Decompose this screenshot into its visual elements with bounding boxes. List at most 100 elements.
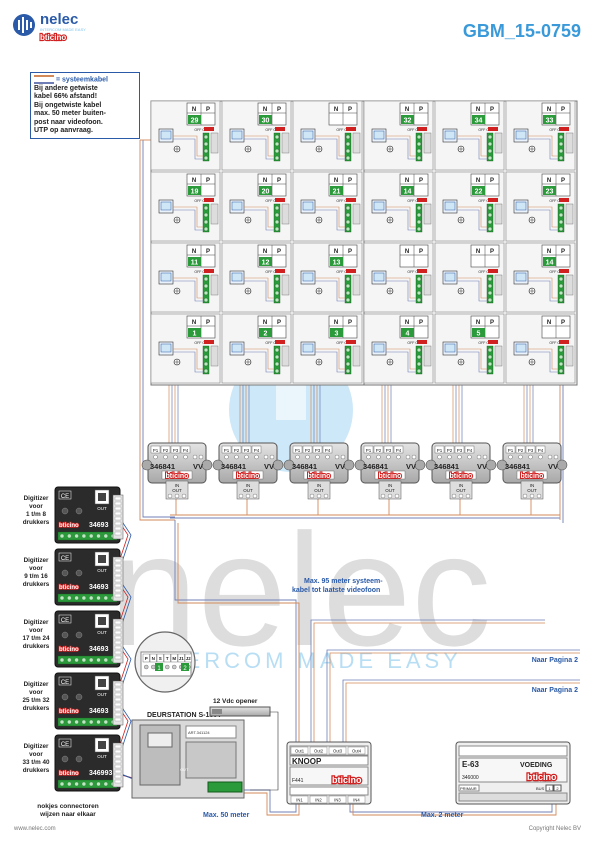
unit-number: 22 [475,189,483,196]
terminal-n-label: N [192,320,196,326]
nelec-logo: nelec INTERCOM MADE EASY bticino [13,11,86,43]
port-label: P4 [325,448,331,453]
switch-label: OFF ON [478,199,492,203]
unit-number: 19 [191,189,199,196]
terminal-n-label: N [334,107,338,113]
deurstation-label: DEURSTATION S-130V [147,712,222,719]
distributor-in: IN [317,483,322,488]
terminal-p-label: P [419,320,423,326]
voeding-primair: PRIMAIR [460,786,477,791]
port-label: P3 [528,448,534,453]
digitizer-model: 346993 [89,770,112,777]
cable-swatch [34,75,54,84]
distributor-brand: bticino [379,473,402,480]
port-label: P1 [295,448,301,453]
port-label: P1 [153,448,159,453]
unit-number: 2 [264,331,268,338]
terminal-p-label: P [419,249,423,255]
ce-mark: CE [61,680,69,686]
terminal-p-label: P [277,249,281,255]
unit-number: 5 [477,331,481,338]
inset-terminal-label: J1 [179,656,185,661]
switch-label: OFF ON [407,199,421,203]
terminal-n-label: N [547,320,551,326]
terminal-n-label: N [547,178,551,184]
inset-terminal-label: N [152,656,155,661]
terminal-p-label: P [277,320,281,326]
switch-label: OFF ON [336,270,350,274]
deurstation-model: ART.341124 [188,730,210,735]
terminal-p-label: P [490,107,494,113]
terminal-n-label: N [263,107,267,113]
unit-number: 4 [406,331,410,338]
switch-label: OFF ON [265,199,279,203]
terminal-p-label: P [206,178,210,184]
switch-label: OFF ON [549,128,563,132]
ce-mark: CE [61,494,69,500]
videofoon-unit: N P OFF ON [505,313,576,384]
terminal-p-label: P [348,178,352,184]
terminal-p-label: P [206,249,210,255]
deurstation-out: OUT [180,767,189,772]
note-naar-1: Naar Pagina 2 [532,657,578,664]
switch-label: OFF ON [336,128,350,132]
voeding-bus-2: 2 [556,786,559,791]
switch-label: OFF ON [549,270,563,274]
legend-box: = systeemkabel Bij andere getwiste kabel… [30,72,140,139]
switch-label: OFF ON [549,341,563,345]
terminal-p-label: P [561,249,565,255]
terminal-n-label: N [476,178,480,184]
distributor-vv: VV [406,462,416,471]
port-label: P1 [437,448,443,453]
legend-title: = systeemkabel [56,76,108,84]
knoop-in-label: IN4 [353,798,360,803]
terminal-n-label: N [476,320,480,326]
distributor-out: OUT [527,488,537,493]
footer-website: www.nelec.com [13,826,56,832]
terminal-p-label: P [561,320,565,326]
inset-terminal-label: P [145,656,148,661]
digitizer-model: 34693 [89,646,109,653]
distributor-model: 346841 [434,462,459,471]
terminal-p-label: P [348,320,352,326]
inset-terminal-label: T [166,656,169,661]
terminal-p-label: P [206,320,210,326]
footer-copyright: Copyright Nelec BV [529,826,581,832]
terminal-n-label: N [334,249,338,255]
switch-label: OFF ON [194,341,208,345]
note-max95-2: kabel tot laatste videofoon [292,587,380,594]
terminal-n-label: N [547,107,551,113]
legend-title-row: = systeemkabel [34,75,136,85]
digitizer-brand: bticino [59,771,79,777]
distributor-brand: bticino [521,473,544,480]
terminal-p-label: P [490,178,494,184]
distributor-in: IN [530,483,535,488]
voeding-bus-1: 1 [548,786,551,791]
unit-number: 14 [404,189,412,196]
doc-code: GBM_15-0759 [463,21,581,41]
terminal-p-label: P [419,178,423,184]
port-label: P2 [518,448,524,453]
distributor-model: 346841 [363,462,388,471]
digitizer-brand: bticino [59,585,79,591]
digitizer-brand: bticino [59,523,79,529]
unit-number: 21 [333,189,341,196]
switch-label: OFF ON [194,128,208,132]
